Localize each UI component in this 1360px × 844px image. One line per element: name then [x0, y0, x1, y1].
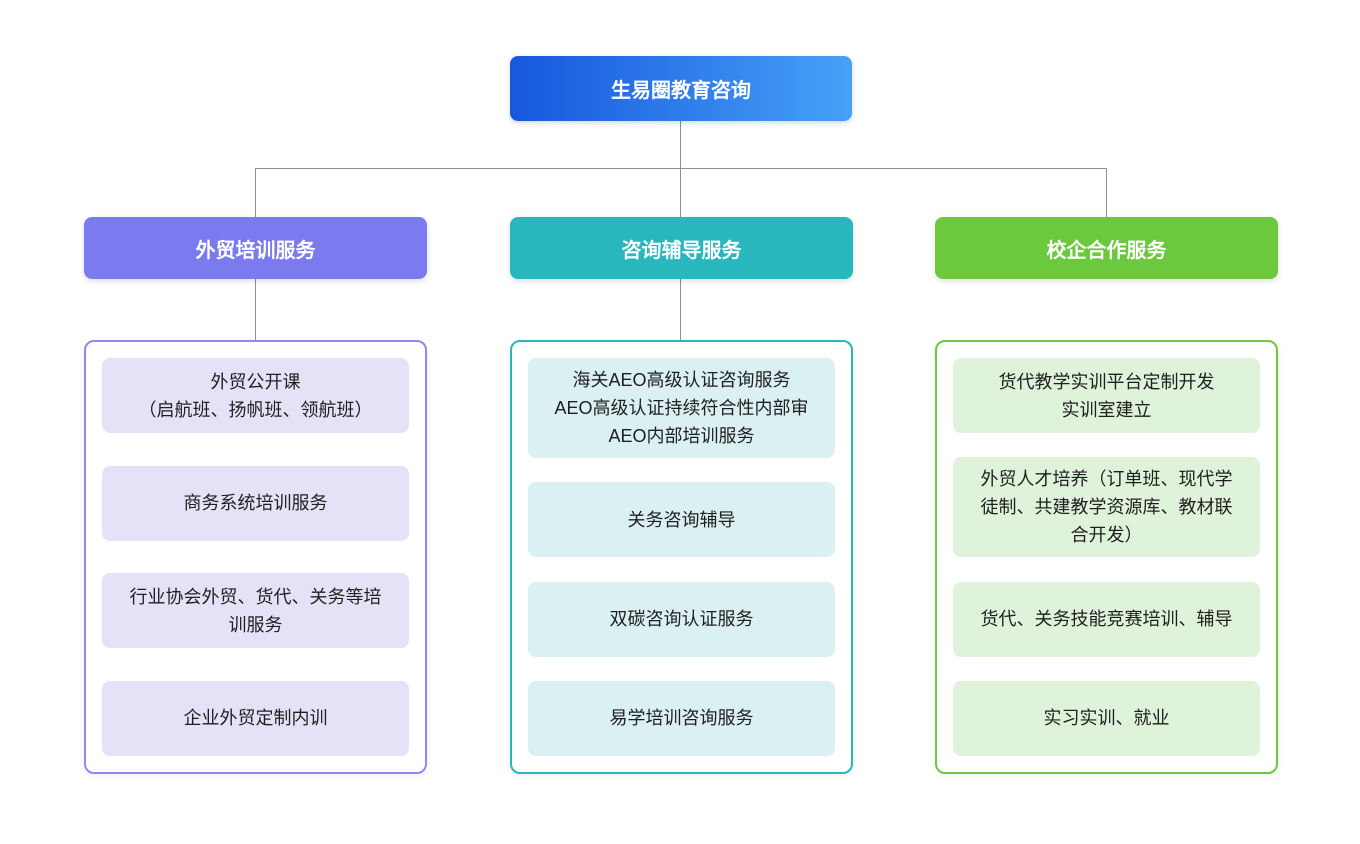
- branch-header-consulting-tutoring: 咨询辅导服务: [510, 217, 853, 279]
- service-item: 关务咨询辅导: [528, 482, 835, 558]
- service-item: 外贸人才培养（订单班、现代学徒制、共建教学资源库、教材联合开发）: [953, 457, 1260, 558]
- service-item: 海关AEO高级认证咨询服务 AEO高级认证持续符合性内部审 AEO内部培训服务: [528, 358, 835, 458]
- service-item: 企业外贸定制内训: [102, 680, 409, 756]
- connector-drop-3: [1106, 168, 1107, 217]
- service-item: 商务系统培训服务: [102, 465, 409, 541]
- connector-branch-link-2: [680, 279, 681, 340]
- connector-drop-1: [255, 168, 256, 217]
- service-item: 行业协会外贸、货代、关务等培训服务: [102, 573, 409, 649]
- root-node: 生易圈教育咨询: [510, 56, 852, 121]
- branch-header-label: 咨询辅导服务: [621, 239, 742, 262]
- branch-header-foreign-trade-training: 外贸培训服务: [84, 217, 427, 279]
- service-item: 货代教学实训平台定制开发 实训室建立: [953, 358, 1260, 433]
- connector-root-stem: [680, 121, 681, 168]
- branch-group-consulting-tutoring: 海关AEO高级认证咨询服务 AEO高级认证持续符合性内部审 AEO内部培训服务 …: [510, 340, 853, 774]
- connector-branch-link-1: [255, 279, 256, 340]
- branch-header-label: 外贸培训服务: [195, 239, 316, 262]
- connector-drop-2: [680, 168, 681, 217]
- branch-group-foreign-trade-training: 外贸公开课 （启航班、扬帆班、领航班） 商务系统培训服务 行业协会外贸、货代、关…: [84, 340, 427, 774]
- service-item: 双碳咨询认证服务: [528, 581, 835, 657]
- service-item: 货代、关务技能竞赛培训、辅导: [953, 581, 1260, 657]
- branch-group-school-enterprise-cooperation: 货代教学实训平台定制开发 实训室建立 外贸人才培养（订单班、现代学徒制、共建教学…: [935, 340, 1278, 774]
- service-item: 实习实训、就业: [953, 680, 1260, 756]
- service-item: 易学培训咨询服务: [528, 680, 835, 756]
- service-item: 外贸公开课 （启航班、扬帆班、领航班）: [102, 358, 409, 433]
- branch-header-label: 校企合作服务: [1046, 239, 1167, 262]
- branch-header-school-enterprise-cooperation: 校企合作服务: [935, 217, 1278, 279]
- root-node-label: 生易圈教育咨询: [611, 80, 751, 102]
